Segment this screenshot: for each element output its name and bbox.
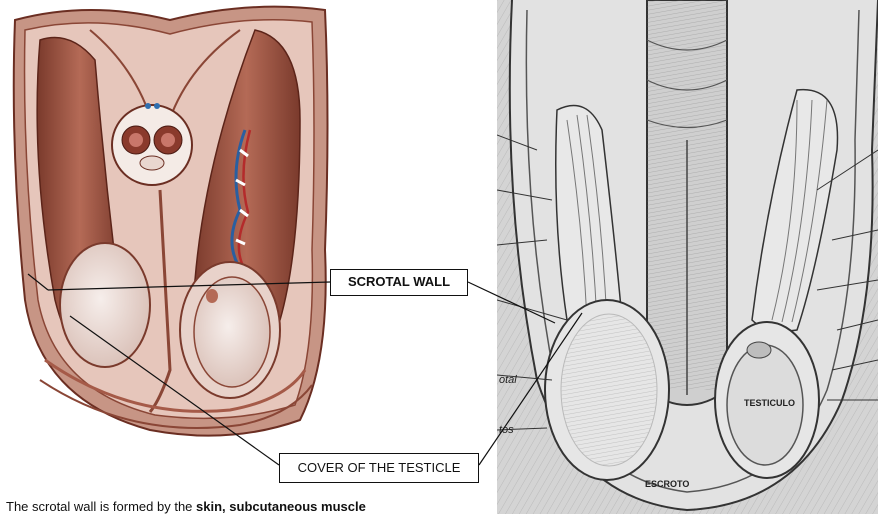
right-anatomy-engraving: TESTICULO ESCROTO otal tos (497, 0, 878, 514)
left-anatomy-illustration (0, 0, 330, 440)
side-label-tos: tos (499, 424, 514, 436)
cover-of-testicle-label: COVER OF THE TESTICLE (279, 453, 479, 483)
scrotal-wall-label: SCROTAL WALL (330, 269, 468, 296)
side-label-otal: otal (499, 374, 517, 386)
scrotum-label: ESCROTO (645, 479, 689, 489)
caption-part-1: The scrotal wall is formed by the (6, 499, 192, 514)
testicle-label: TESTICULO (744, 398, 795, 408)
caption-part-2: skin, subcutaneous muscle (196, 499, 366, 514)
caption-text: The scrotal wall is formed by the skin, … (6, 499, 486, 514)
